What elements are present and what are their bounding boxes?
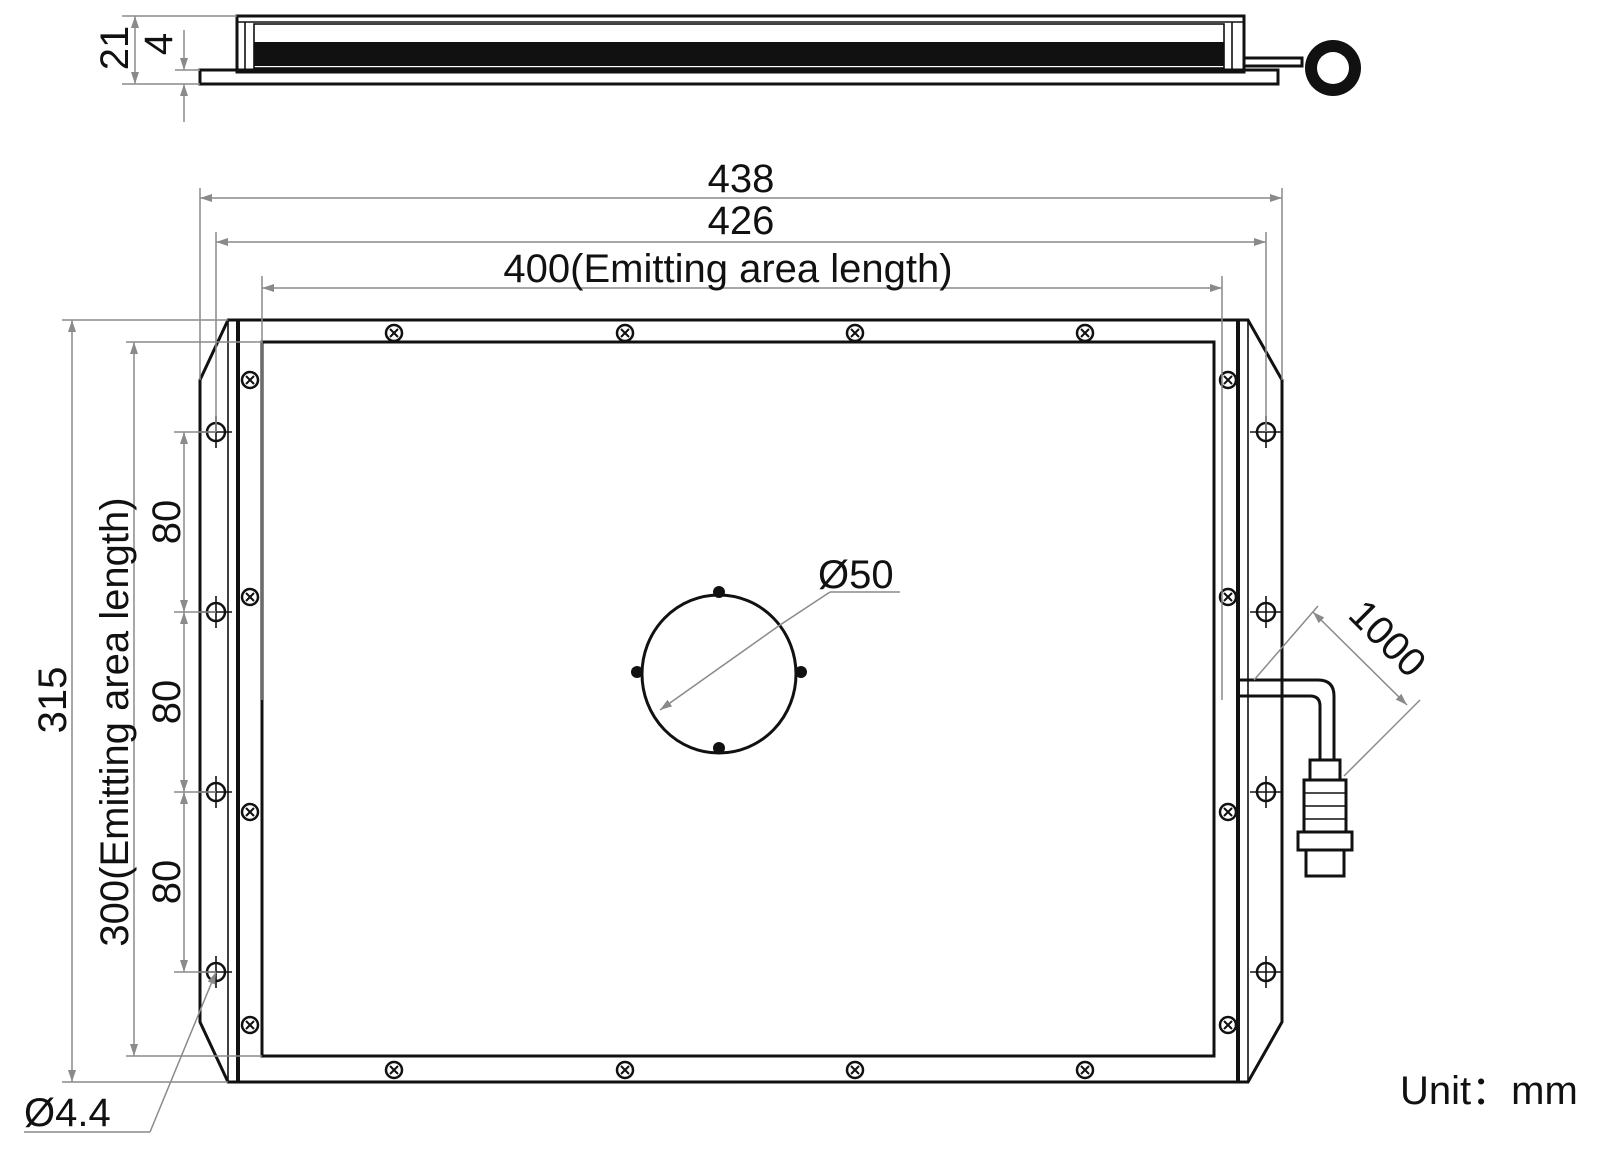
frame-screw xyxy=(384,1060,404,1080)
cable xyxy=(1238,678,1336,760)
frame-screw xyxy=(845,1060,865,1080)
frame-screw xyxy=(615,1060,635,1080)
center-hole-screw-bottom xyxy=(713,742,725,754)
mount-hole xyxy=(1250,596,1282,628)
dim-mount-hole-spacing-x: 426 xyxy=(708,199,775,243)
dim-hole-pitch-3: 80 xyxy=(145,860,189,905)
hole-pitch-dims: 80 80 80 xyxy=(145,431,216,973)
dim-mount-hole-diameter: Ø4.4 xyxy=(24,1091,111,1135)
frame-screw xyxy=(1075,1060,1095,1080)
emitting-area xyxy=(260,340,1216,1058)
dim-hole-pitch-1: 80 xyxy=(145,500,189,545)
mount-hole xyxy=(1250,956,1282,988)
frame-screw xyxy=(240,802,260,822)
frame-screw xyxy=(1218,587,1238,607)
frame-screw xyxy=(1218,370,1238,390)
dim-center-hole: Ø50 xyxy=(818,553,894,597)
center-hole xyxy=(640,593,798,755)
dim-hole-pitch-2: 80 xyxy=(145,680,189,725)
center-hole-screw-left xyxy=(631,666,643,678)
side-view-bracket xyxy=(198,68,1280,86)
dim-emitting-width: 400(Emitting area length) xyxy=(503,247,952,291)
dim-total-thickness: 21 xyxy=(93,26,137,71)
front-view: Ø50 1000 438 426 400(Emitting area lengt… xyxy=(24,157,1434,1135)
mount-hole xyxy=(1250,776,1282,808)
side-view-cable xyxy=(1244,56,1304,68)
frame-screw xyxy=(1075,323,1095,343)
frame-screw xyxy=(845,323,865,343)
frame-screw xyxy=(240,370,260,390)
side-view-body xyxy=(235,14,1246,74)
outer-plate-outline xyxy=(198,318,1284,1084)
frame-screw xyxy=(240,1015,260,1035)
frame-screws xyxy=(240,323,1238,1080)
mount-holes xyxy=(200,416,1282,988)
center-hole-screw-right xyxy=(795,666,807,678)
side-view-emitting-layer xyxy=(254,42,1224,66)
inner-frame xyxy=(236,318,1240,1084)
dim-bracket-thickness: 4 xyxy=(137,33,181,55)
dim-emitting-height: 300(Emitting area length) xyxy=(93,497,137,946)
frame-screw xyxy=(240,587,260,607)
unit-label: Unit：mm xyxy=(1400,1069,1578,1113)
frame-screw xyxy=(615,323,635,343)
frame-screw xyxy=(1218,1015,1238,1035)
side-view: 21 4 xyxy=(93,14,1361,122)
frame-screw xyxy=(384,323,404,343)
frame-screw xyxy=(1218,802,1238,822)
connector xyxy=(1296,758,1354,878)
dim-outer-width: 438 xyxy=(708,157,775,201)
center-hole-screw-top xyxy=(713,586,725,598)
dim-outer-height: 315 xyxy=(31,667,75,734)
dim-cable-length: 1000 xyxy=(1340,592,1434,686)
